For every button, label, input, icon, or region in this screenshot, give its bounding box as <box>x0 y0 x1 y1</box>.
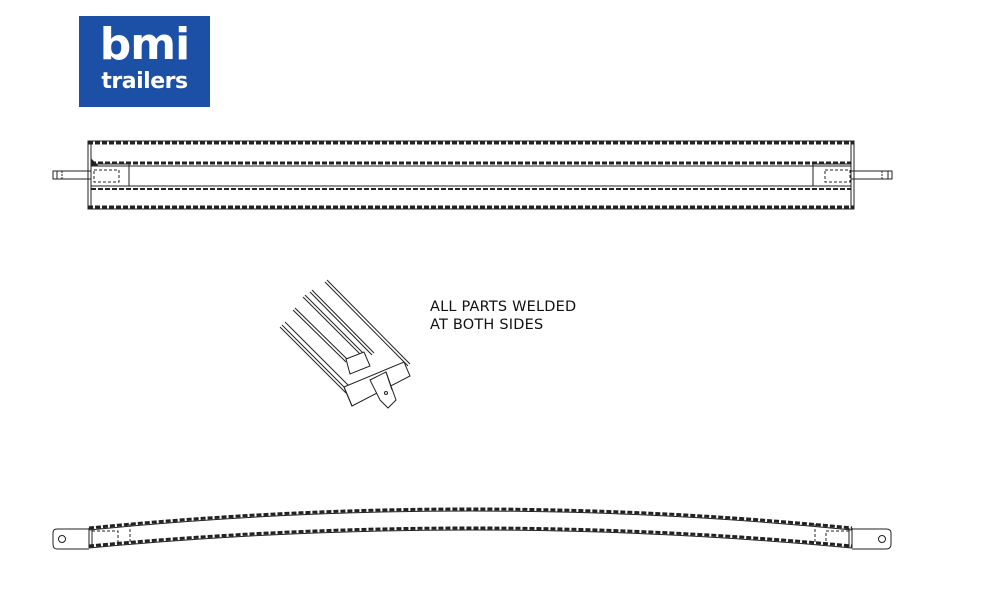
isometric-end-detail <box>279 279 411 409</box>
logo-text-trailers: trailers <box>101 69 188 94</box>
note-line-1: ALL PARTS WELDED <box>430 299 577 315</box>
logo-text-bmi: bmi <box>99 19 190 70</box>
note-line-2: AT BOTH SIDES <box>430 317 544 333</box>
bmi-trailers-logo: bmi trailers <box>79 16 210 107</box>
curved-axle-side-view <box>52 507 892 550</box>
straight-axle-top-view <box>52 140 893 210</box>
welding-note: ALL PARTS WELDED AT BOTH SIDES <box>430 298 576 334</box>
